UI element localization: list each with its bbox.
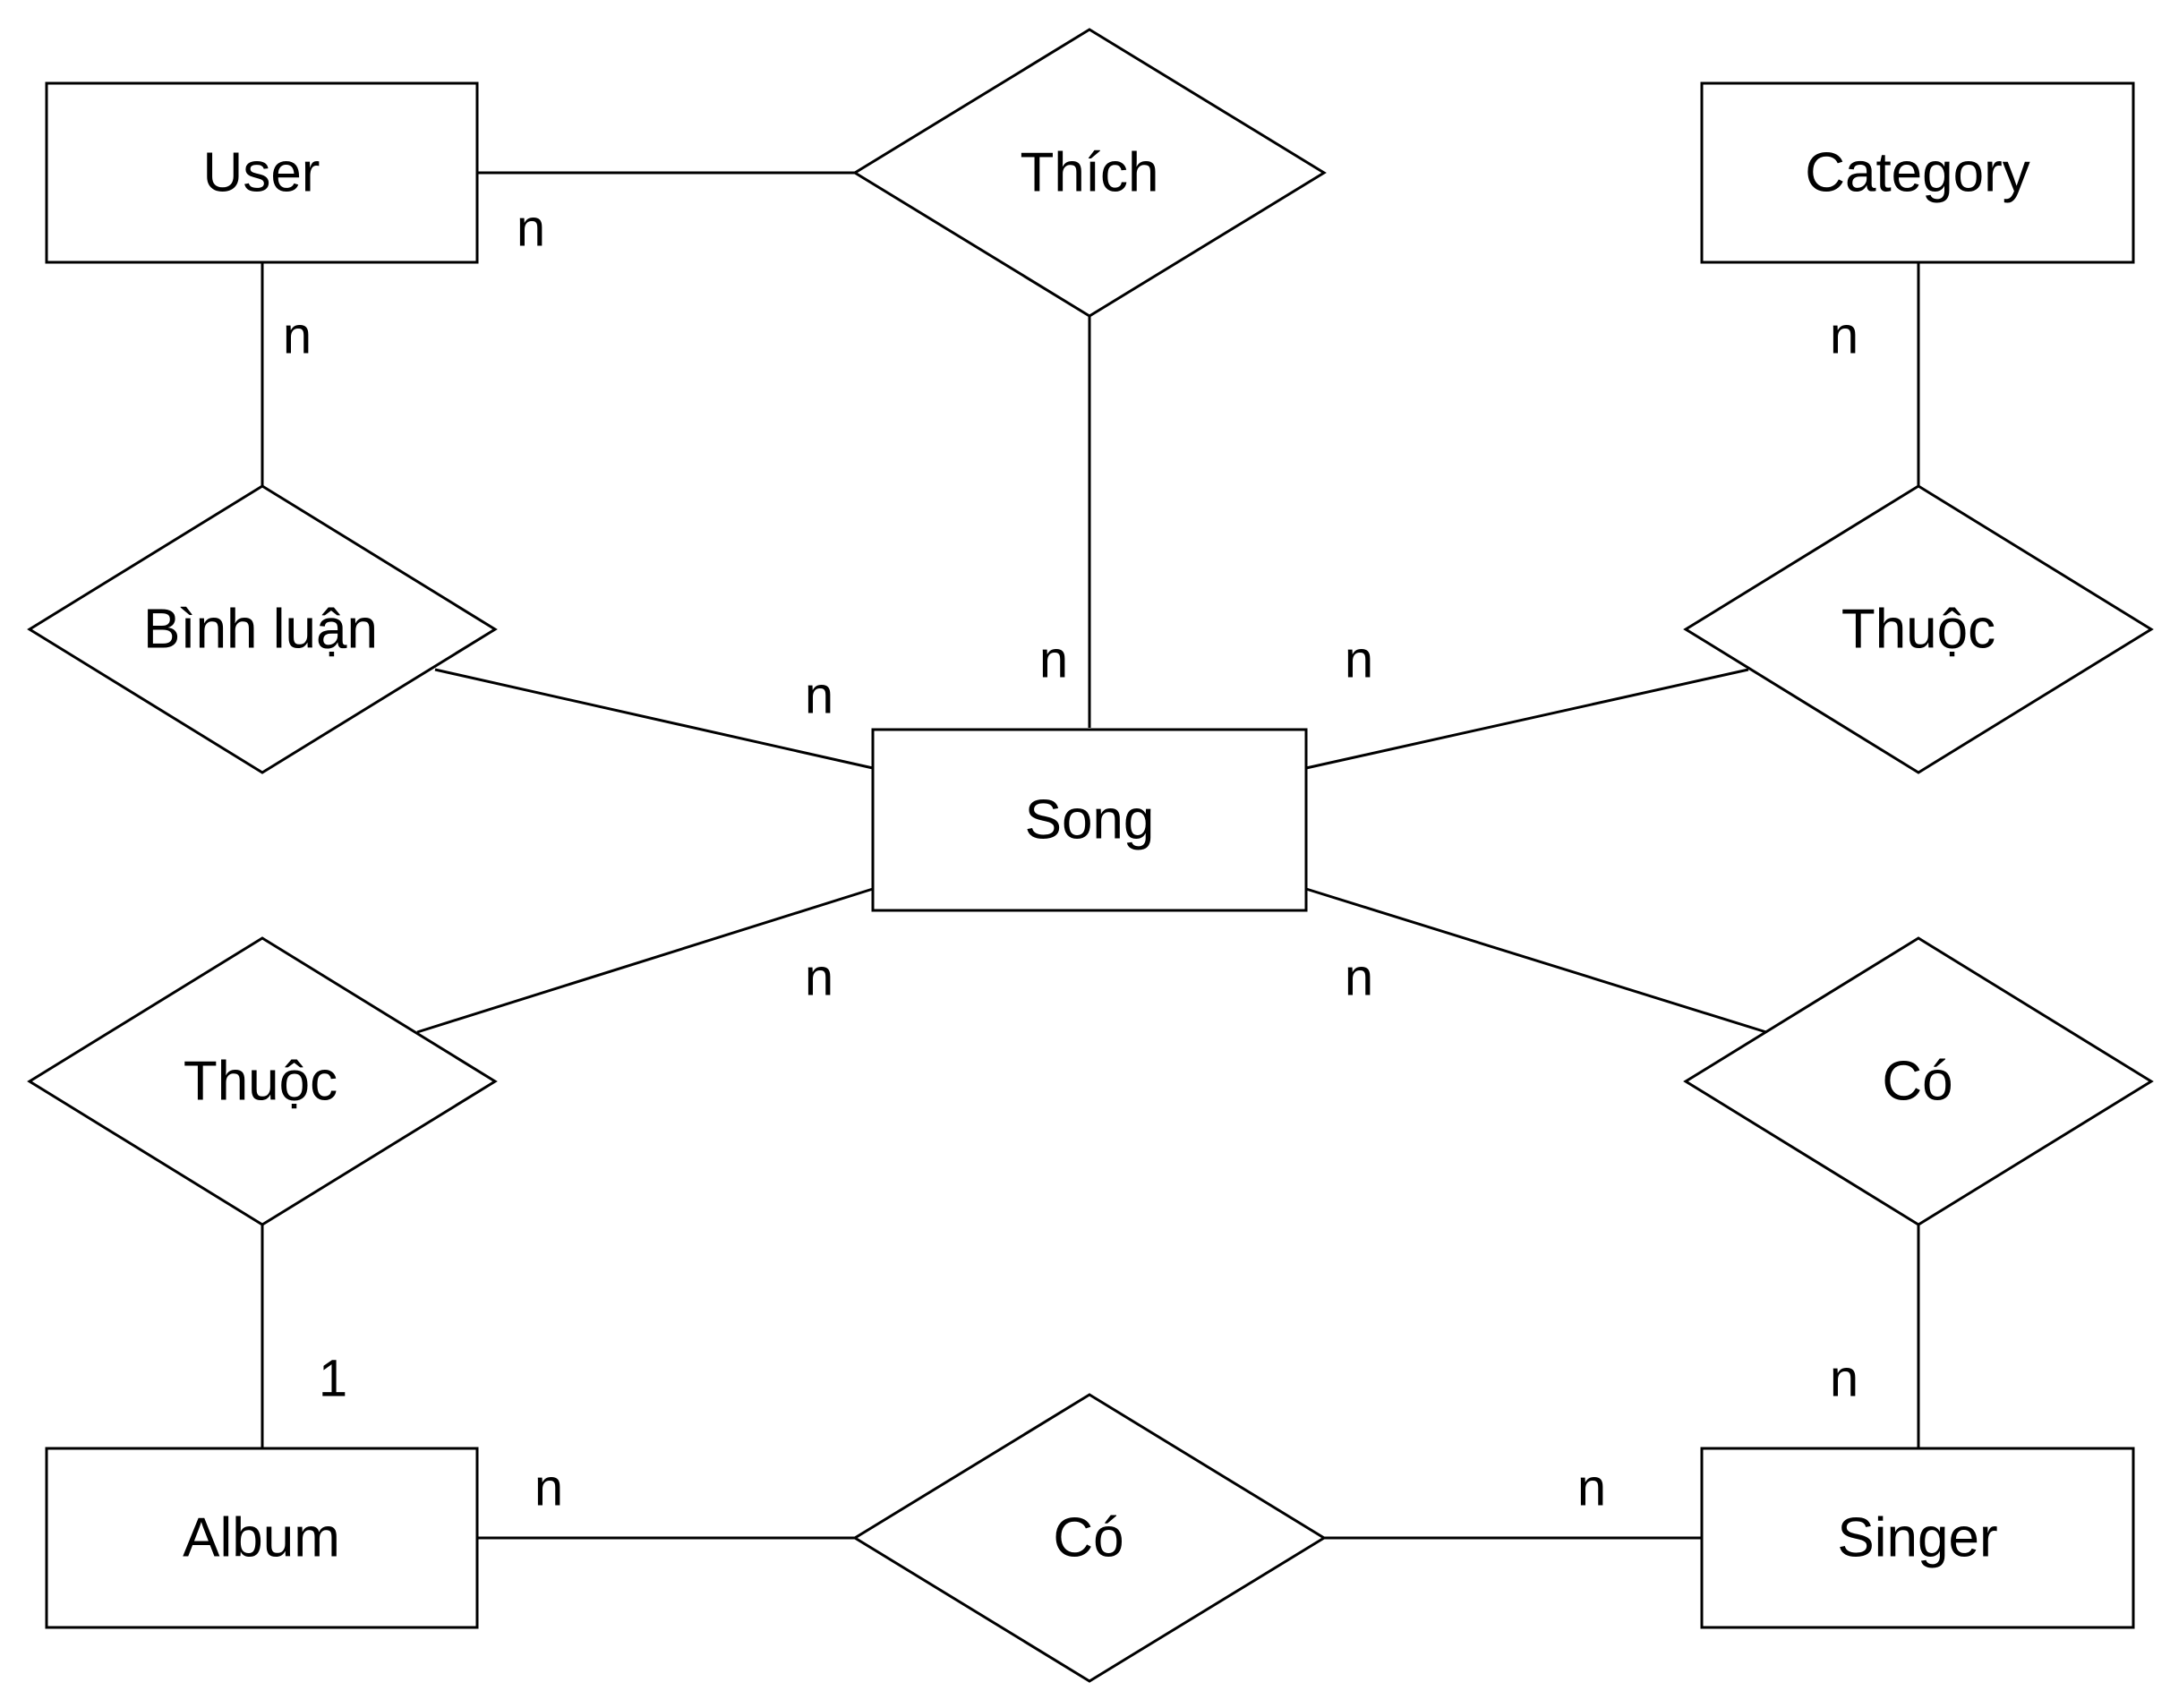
relationship-binh-luan-label: Bình luận	[143, 599, 378, 661]
line-thuoc-song	[1305, 668, 1749, 770]
entity-user[interactable]: User	[45, 81, 479, 264]
card-user-thich: n	[517, 200, 545, 258]
relationship-co-singer-label: Có	[1882, 1051, 1952, 1113]
relationship-binh-luan[interactable]: Bình luận	[27, 484, 498, 774]
entity-song[interactable]: Song	[871, 728, 1308, 912]
card-singer-co-album: n	[1577, 1459, 1606, 1517]
relationship-thuoc-category-label: Thuộc	[1841, 599, 1995, 661]
line-song-co	[1305, 887, 1767, 1034]
card-song-thuoc-album: n	[805, 949, 833, 1007]
card-song-binhluan: n	[805, 667, 833, 725]
entity-category[interactable]: Category	[1700, 81, 2135, 264]
line-song-thuocalbum	[416, 887, 874, 1034]
relationship-thuoc-category[interactable]: Thuộc	[1683, 484, 2154, 774]
relationship-co-album-singer[interactable]: Có	[852, 1393, 1327, 1683]
card-song-thuoc-category: n	[1345, 631, 1373, 689]
card-category-thuoc: n	[1830, 307, 1858, 365]
entity-user-label: User	[203, 142, 320, 204]
cardinalities: n n n n n n n n 1 n n n	[283, 200, 1858, 1517]
entity-album-label: Album	[183, 1507, 340, 1569]
card-singer-co: n	[1830, 1350, 1858, 1408]
entity-singer-label: Singer	[1837, 1507, 1997, 1569]
entity-song-label: Song	[1025, 790, 1155, 851]
relationship-thuoc-album[interactable]: Thuộc	[27, 936, 498, 1226]
entity-singer[interactable]: Singer	[1700, 1447, 2135, 1629]
relationship-thich[interactable]: Thích	[852, 28, 1327, 318]
card-user-binhluan: n	[283, 307, 312, 365]
card-album-thuoc: 1	[319, 1350, 347, 1408]
relationship-co-album-singer-label: Có	[1053, 1507, 1123, 1569]
card-song-thich: n	[1039, 631, 1068, 689]
entity-category-label: Category	[1805, 142, 2030, 204]
relationship-co-singer[interactable]: Có	[1683, 936, 2154, 1226]
card-album-co: n	[534, 1459, 563, 1517]
entity-album[interactable]: Album	[45, 1447, 479, 1629]
relationship-thuoc-album-label: Thuộc	[184, 1051, 337, 1113]
card-song-co-singer: n	[1345, 949, 1373, 1007]
connectors	[261, 171, 1920, 1540]
line-binhluan-song	[434, 668, 874, 770]
relationship-thich-label: Thích	[1020, 142, 1158, 204]
